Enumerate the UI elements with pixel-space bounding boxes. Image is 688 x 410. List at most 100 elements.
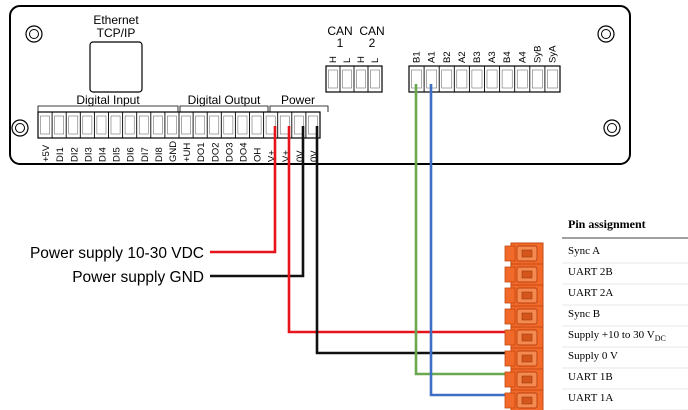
mounting-hole-top-right	[597, 25, 615, 43]
pin-assignment-row: UART 1A	[568, 392, 613, 404]
terminal-slot	[68, 115, 79, 135]
pin-assignment-text: UART 1A	[568, 392, 613, 404]
terminal-pin-label: V+	[281, 150, 292, 162]
terminal-slot	[181, 115, 191, 135]
terminal-slot	[294, 115, 304, 135]
terminal-pin-label: 0V	[309, 150, 320, 162]
terminal-slot	[441, 69, 453, 89]
terminal-slot	[471, 69, 483, 89]
terminal-pin-label: DI2	[69, 147, 80, 162]
terminal-slot	[54, 115, 64, 135]
terminal-slot	[547, 69, 558, 89]
can-pin-label: H	[328, 56, 339, 63]
terminal-slot	[82, 115, 93, 135]
terminal-pin-label: 0V	[295, 150, 306, 162]
pin-assignment-row: Supply 0 V	[568, 350, 618, 362]
terminal-slot	[96, 115, 107, 135]
mounting-hole-bottom-right	[603, 119, 621, 137]
terminal-pin-label: DI8	[154, 147, 165, 162]
terminal-slot	[516, 69, 528, 89]
terminal-pin-label: +UH	[182, 143, 193, 162]
can-terminal-block	[325, 65, 383, 93]
terminal-slot	[370, 69, 380, 89]
can1-label-line2: 1	[337, 36, 344, 50]
encoder-pin-label: B1	[412, 51, 423, 63]
encoder-pin-label: A2	[457, 51, 468, 63]
pin-assignment-row: UART 2B	[568, 266, 613, 278]
connector-pin	[504, 266, 543, 286]
terminal-pin-label: DI5	[112, 147, 123, 162]
terminal-pin-label: DO3	[224, 142, 235, 162]
terminal-slot	[342, 69, 352, 89]
terminal-pin-label: +5V	[41, 144, 52, 162]
power-gnd-label: Power supply GND	[72, 269, 204, 286]
terminal-slot	[195, 115, 205, 135]
pin-assignment-row: Sync A	[568, 245, 600, 257]
terminal-pin-label: DI6	[126, 147, 137, 162]
encoder-terminal-block	[408, 65, 561, 93]
pin-assignment-text: UART 2B	[568, 266, 613, 278]
terminal-slot	[167, 115, 177, 135]
digital-input-bracket	[37, 105, 179, 112]
orange-pluggable-connector	[504, 242, 544, 410]
terminal-pin-label: DO4	[238, 142, 249, 162]
terminal-slot	[223, 115, 234, 135]
connector-pin	[504, 329, 543, 349]
pin-assignment-row: UART 2A	[568, 287, 613, 299]
digital-output-bracket	[179, 105, 269, 112]
connector-pin	[504, 245, 543, 265]
terminal-pin-label: DO2	[210, 142, 221, 162]
can2-label-line2: 2	[369, 36, 376, 50]
terminal-slot	[356, 69, 366, 89]
encoder-pin-label: A4	[517, 51, 528, 63]
mounting-hole-top-left	[25, 25, 43, 43]
encoder-pin-label: SyB	[532, 46, 543, 63]
pin-assignment-row: Supply +10 to 30 VDC	[568, 329, 666, 343]
main-terminal-block	[37, 111, 321, 139]
wire-power-supply-vplus	[210, 126, 277, 254]
terminal-slot	[532, 69, 543, 89]
terminal-slot	[486, 69, 498, 89]
connector-pin	[504, 392, 538, 409]
connector-pin	[504, 308, 543, 328]
terminal-pin-label: OH	[253, 148, 264, 162]
wires	[210, 84, 514, 397]
terminal-pin-label: DO1	[196, 142, 207, 162]
terminal-slot	[251, 115, 262, 135]
wire-0v-to-connector	[315, 126, 514, 355]
encoder-pin-label: A3	[487, 51, 498, 63]
terminal-pin-label: DI4	[97, 147, 108, 162]
can1-label-line1: CAN	[327, 24, 352, 38]
wire-a1-to-uart1a	[429, 84, 514, 397]
terminal-slot	[124, 115, 135, 135]
terminal-pin-label: GND	[168, 141, 179, 162]
terminal-pin-label: DI3	[83, 147, 94, 162]
mounting-hole-bottom-left	[11, 119, 29, 137]
terminal-pin-label: DI7	[140, 147, 151, 162]
terminal-slot	[328, 69, 338, 89]
can2-label-line1: CAN	[359, 24, 384, 38]
connector-pin	[504, 371, 543, 391]
pin-assignment-row: UART 1B	[568, 371, 613, 383]
pin-assignment-text: Sync A	[568, 245, 600, 257]
ethernet-port	[89, 41, 143, 93]
pin-assignment-subscript: DC	[655, 334, 666, 343]
pin-assignment-text: UART 2A	[568, 287, 613, 299]
wire-b1-to-uart1b	[414, 84, 514, 376]
terminal-slot	[308, 115, 318, 135]
encoder-pin-label: B4	[502, 51, 513, 63]
pin-assignment-title: Pin assignment	[568, 217, 646, 231]
terminal-slot	[110, 115, 121, 135]
ethernet-label-line1: Ethernet	[93, 13, 139, 27]
terminal-slot	[265, 115, 276, 135]
terminal-pin-label: DI1	[55, 147, 66, 162]
encoder-pin-label: A1	[427, 51, 438, 63]
terminal-slot	[279, 115, 290, 135]
pin-assignment-text: Sync B	[568, 308, 600, 320]
can-pin-label: L	[342, 58, 353, 63]
terminal-slot	[237, 115, 248, 135]
wire-power-gnd	[210, 126, 305, 278]
digital-output-label: Digital Output	[188, 93, 261, 107]
can-pin-label: H	[356, 56, 367, 63]
pin-assignment-row: Sync B	[568, 308, 600, 320]
